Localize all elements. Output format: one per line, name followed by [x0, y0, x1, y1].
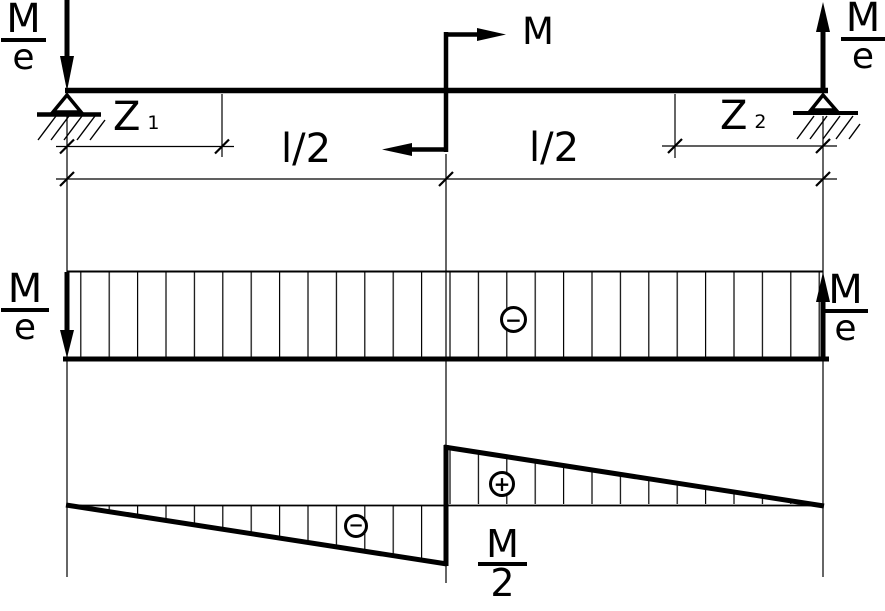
dim-label-z2: Z 2 — [720, 93, 767, 139]
dim-label-z1: Z 1 — [113, 94, 160, 140]
fraction-numerator: M — [6, 0, 41, 42]
fraction-denominator: 2 — [490, 561, 515, 606]
dim-label-base: Z — [113, 94, 141, 140]
applied-moment-arrow-icon — [382, 28, 506, 156]
fraction-bar — [478, 562, 527, 567]
shear-hatching — [68, 272, 822, 358]
dim-label-base: Z — [720, 93, 748, 139]
moment-positive-slope — [443, 444, 825, 509]
fraction-denominator: e — [12, 37, 35, 78]
applied-moment-label: M — [522, 10, 554, 53]
fraction-numerator: M — [828, 267, 863, 313]
right-support-icon — [793, 92, 861, 140]
fraction-denominator: e — [13, 307, 37, 348]
shear-minus-sign-icon: − — [500, 306, 527, 333]
fraction-bar — [1, 308, 49, 312]
beam-sketch — [37, 0, 861, 156]
fraction-bar — [823, 309, 868, 313]
dim-label-subscript: 1 — [147, 112, 160, 134]
fraction-denominator: e — [834, 308, 857, 349]
moment-negative-slope — [65, 502, 448, 567]
fraction-numerator: M — [486, 522, 519, 566]
moment-peak-label: M 2 — [478, 522, 527, 606]
dim-label-half-span-right: l/2 — [529, 125, 580, 171]
top-right-reaction-label: M e — [841, 0, 885, 77]
shear-right-value-label: M e — [823, 267, 868, 349]
dim-label-half-span-left: l/2 — [281, 126, 332, 172]
left-reaction-arrow-icon — [60, 0, 74, 91]
dim-tick-marks — [59, 138, 831, 187]
right-reaction-arrow-icon — [816, 2, 830, 90]
fraction-numerator: M — [7, 266, 43, 312]
shear-left-arrow-icon — [60, 272, 74, 358]
moment-diagram — [65, 444, 825, 567]
fraction-bar — [841, 37, 885, 41]
moment-plus-sign-icon: + — [489, 471, 515, 497]
fraction-bar — [1, 38, 46, 42]
dim-label-subscript: 2 — [754, 111, 767, 133]
fraction-denominator: e — [851, 36, 875, 77]
shear-diagram — [60, 270, 830, 362]
top-left-reaction-label: M e — [1, 0, 46, 78]
left-support-icon — [37, 92, 106, 141]
moment-minus-sign-icon: − — [344, 514, 368, 538]
shear-left-value-label: M e — [1, 266, 49, 348]
fraction-numerator: M — [845, 0, 881, 41]
